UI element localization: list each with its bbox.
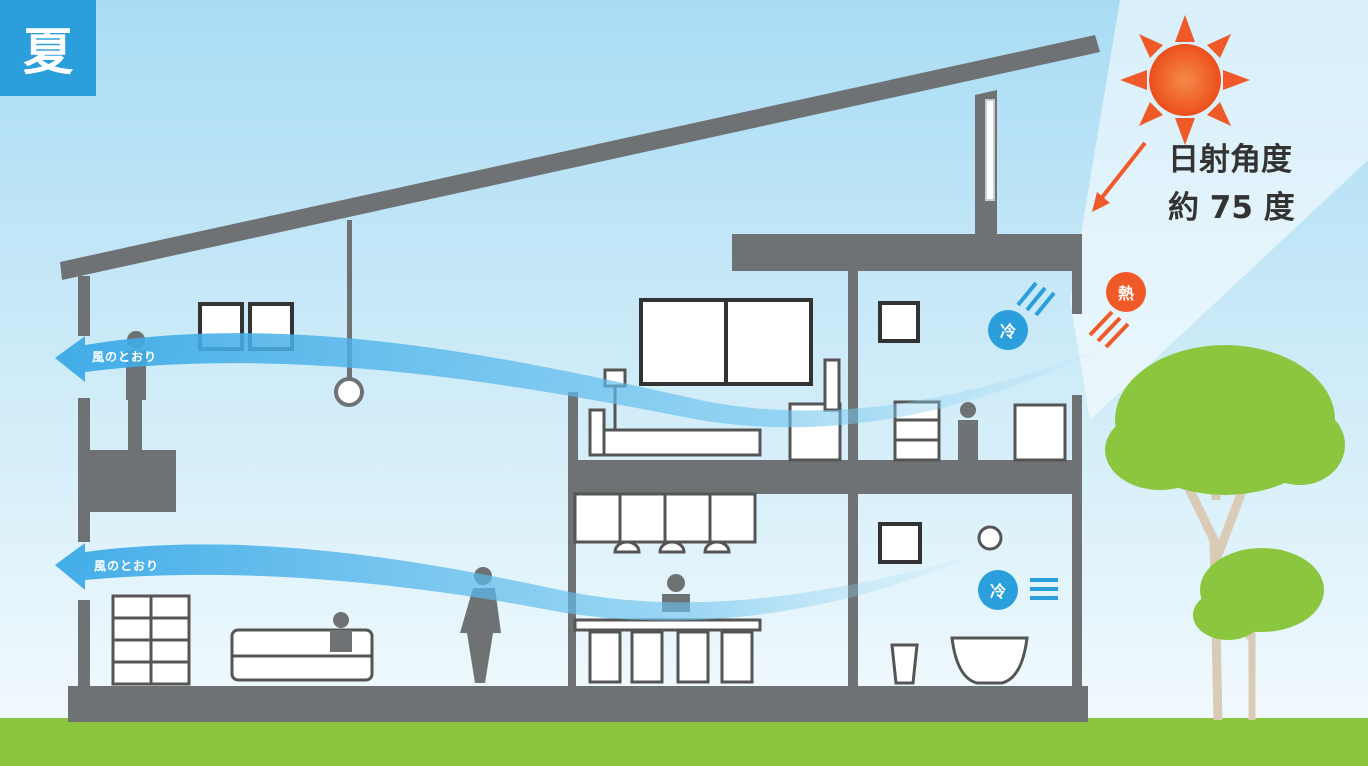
grass bbox=[0, 718, 1368, 766]
cool-badge-lower: 冷 bbox=[978, 570, 1018, 610]
heat-badge: 熱 bbox=[1106, 272, 1146, 312]
tree-large bbox=[1105, 345, 1345, 721]
cool-arrows-lower bbox=[1030, 578, 1058, 600]
kitchen bbox=[573, 492, 762, 684]
sunlight-beam bbox=[1070, 0, 1368, 420]
windows bbox=[198, 99, 995, 564]
pendant-lamp bbox=[334, 377, 364, 407]
sun-icon bbox=[1120, 15, 1250, 145]
season-badge: 夏 bbox=[0, 0, 96, 96]
sun-ray-arrow bbox=[1092, 141, 1147, 212]
wind-flow-upper bbox=[55, 333, 1110, 428]
tree-small bbox=[1193, 548, 1324, 720]
wind-label-upper: 風のとおり bbox=[92, 350, 158, 364]
heat-arrows bbox=[1088, 310, 1130, 349]
ground-floor-slab bbox=[68, 686, 1088, 722]
sun-angle-value: 約 75 度 bbox=[1168, 190, 1295, 226]
cool-badge-upper: 冷 bbox=[988, 310, 1028, 350]
wind-label-lower: 風のとおり bbox=[94, 559, 160, 573]
sun-angle-title: 日射角度 bbox=[1168, 142, 1292, 178]
ground-furniture bbox=[111, 525, 1029, 686]
wind-flow-lower bbox=[55, 543, 975, 621]
cool-arrows-upper bbox=[1016, 281, 1056, 317]
sun-angle-label: 日射角度 約 75 度 bbox=[1168, 136, 1295, 232]
roof bbox=[60, 35, 1100, 280]
